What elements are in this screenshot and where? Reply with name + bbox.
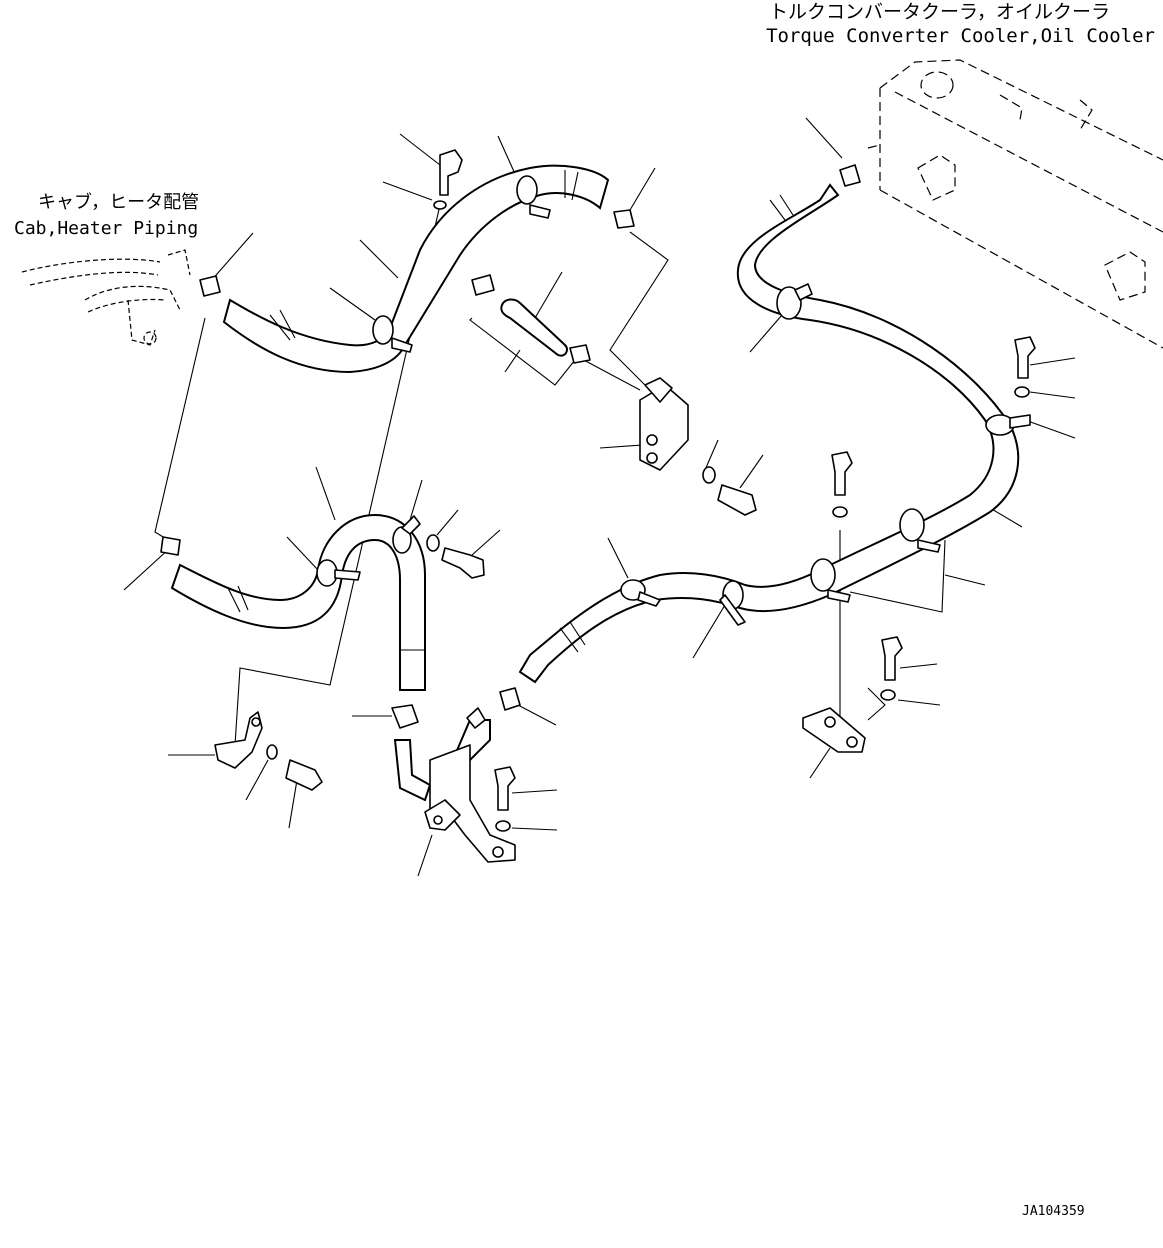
bottom-right-plate (802, 707, 866, 753)
right-long-hose (518, 183, 1031, 684)
lower-pipe-bracket (391, 687, 521, 863)
washers (426, 200, 1030, 832)
leader-lines (123, 117, 1076, 877)
bolts (439, 149, 1036, 811)
middle-hose (160, 513, 426, 691)
torque-cooler-label-jp: トルクコンバータクーラ，オイルクーラ (769, 1, 1110, 23)
cab-heater-label-jp: キャブ，ヒータ配管 (38, 191, 199, 213)
drawing-id-label: JA104359 (1022, 1204, 1085, 1219)
cab-heater-label-en: Cab,Heater Piping (14, 218, 198, 239)
upper-hose (222, 164, 610, 374)
torque-cooler-label-en: Torque Converter Cooler,Oil Cooler (766, 25, 1155, 47)
short-hose (199, 164, 861, 364)
cab-heater-piping (21, 249, 191, 346)
lower-left-bracket (214, 711, 323, 791)
cooler-tank (867, 59, 1163, 349)
center-bracket (639, 377, 757, 516)
